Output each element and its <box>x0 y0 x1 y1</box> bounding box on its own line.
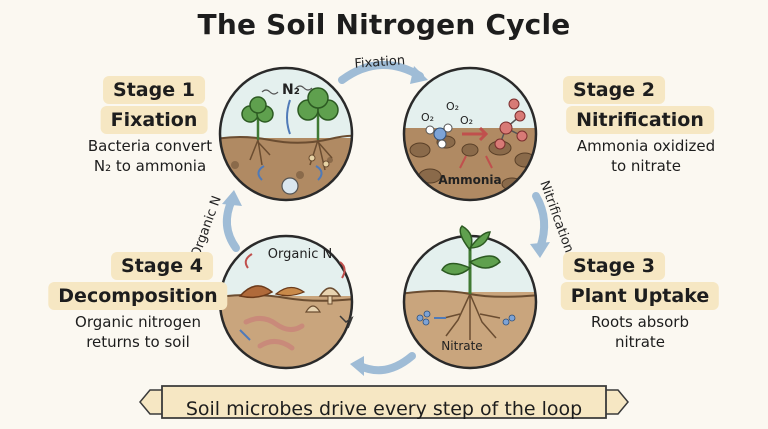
nitrate-ions-icon <box>416 310 516 326</box>
stage-2-name: Nitrification <box>566 106 714 134</box>
cycle-arrow-icon <box>244 253 346 279</box>
stage-4-name: Decomposition <box>48 282 228 310</box>
seedling-plant-icon <box>441 225 501 294</box>
cycle-arrow-bottom <box>356 352 416 375</box>
o2-label: O₂ <box>421 111 434 124</box>
cycle-arrow-icon <box>257 165 323 181</box>
cycle-arrow-top <box>338 61 424 84</box>
clover-plant-icon <box>241 96 274 166</box>
roots-icon <box>443 293 501 340</box>
mushroom-icon <box>304 287 342 313</box>
cycle-arrow-left <box>222 196 240 252</box>
stage-4-desc-line2: returns to soil <box>86 333 190 351</box>
page-title: The Soil Nitrogen Cycle <box>197 8 571 41</box>
cycle-arrow-right <box>532 192 549 252</box>
beetle-icon <box>339 315 354 329</box>
stage-1-desc-line2: N₂ to ammonia <box>93 157 207 175</box>
down-arrow-icon <box>286 99 291 135</box>
nitrification-circle: O₂ O₂ O₂ Ammonia <box>402 66 538 202</box>
bacteria-icon <box>281 177 299 195</box>
arrowhead-icon <box>222 190 242 206</box>
organic-n-arrow-label: Organic N <box>189 194 225 260</box>
stage-1-number: Stage 1 <box>103 76 205 104</box>
stage-3-desc-line1: Roots absorb <box>591 313 689 331</box>
nitrate-label: Nitrate <box>441 339 482 353</box>
arrowhead-icon <box>410 66 428 84</box>
nitrate-molecule-icon <box>494 98 528 150</box>
n2-label: N₂ <box>282 82 300 98</box>
earthworm-icon <box>257 339 295 351</box>
banner-text: Soil microbes drive every step of the lo… <box>185 398 583 420</box>
stage-3-name: Plant Uptake <box>560 282 720 310</box>
decomposition-circle: Organic N <box>218 234 354 370</box>
stage-1-desc-line1: Bacteria convert <box>87 137 213 155</box>
earthworm-icon <box>243 316 305 332</box>
right-arrow-icon <box>462 126 489 142</box>
leaf-litter-icon <box>274 286 306 297</box>
up-arrow-icon <box>459 155 493 169</box>
arrowhead-icon <box>530 242 550 258</box>
o2-label: O₂ <box>460 114 473 127</box>
stage-2-desc-line1: Ammonia oxidized <box>576 137 716 155</box>
stage-4-number: Stage 4 <box>111 252 213 280</box>
stage-3-desc-line2: nitrate <box>614 333 666 351</box>
leaf-litter-icon <box>238 285 274 299</box>
fixation-circle: N₂ <box>218 66 354 202</box>
stage-1-name: Fixation <box>100 106 208 134</box>
ammonia-label: Ammonia <box>438 173 501 187</box>
banner-ribbon <box>139 385 629 419</box>
organic-n-label: Organic N <box>268 247 332 262</box>
stage-2-desc-line2: to nitrate <box>611 157 681 175</box>
fixation-arrow-label: Fixation <box>354 53 406 72</box>
stage-4-desc-line1: Organic nitrogen <box>75 313 201 331</box>
clover-plant-icon <box>297 87 339 171</box>
stage-3-number: Stage 3 <box>563 252 665 280</box>
arrowhead-icon <box>350 356 364 376</box>
o2-label: O₂ <box>446 100 459 113</box>
stage-2-number: Stage 2 <box>563 76 665 104</box>
down-arrow-icon <box>239 329 251 341</box>
ammonia-molecule-icon <box>425 123 453 149</box>
gas-squiggle-icon <box>261 85 313 95</box>
